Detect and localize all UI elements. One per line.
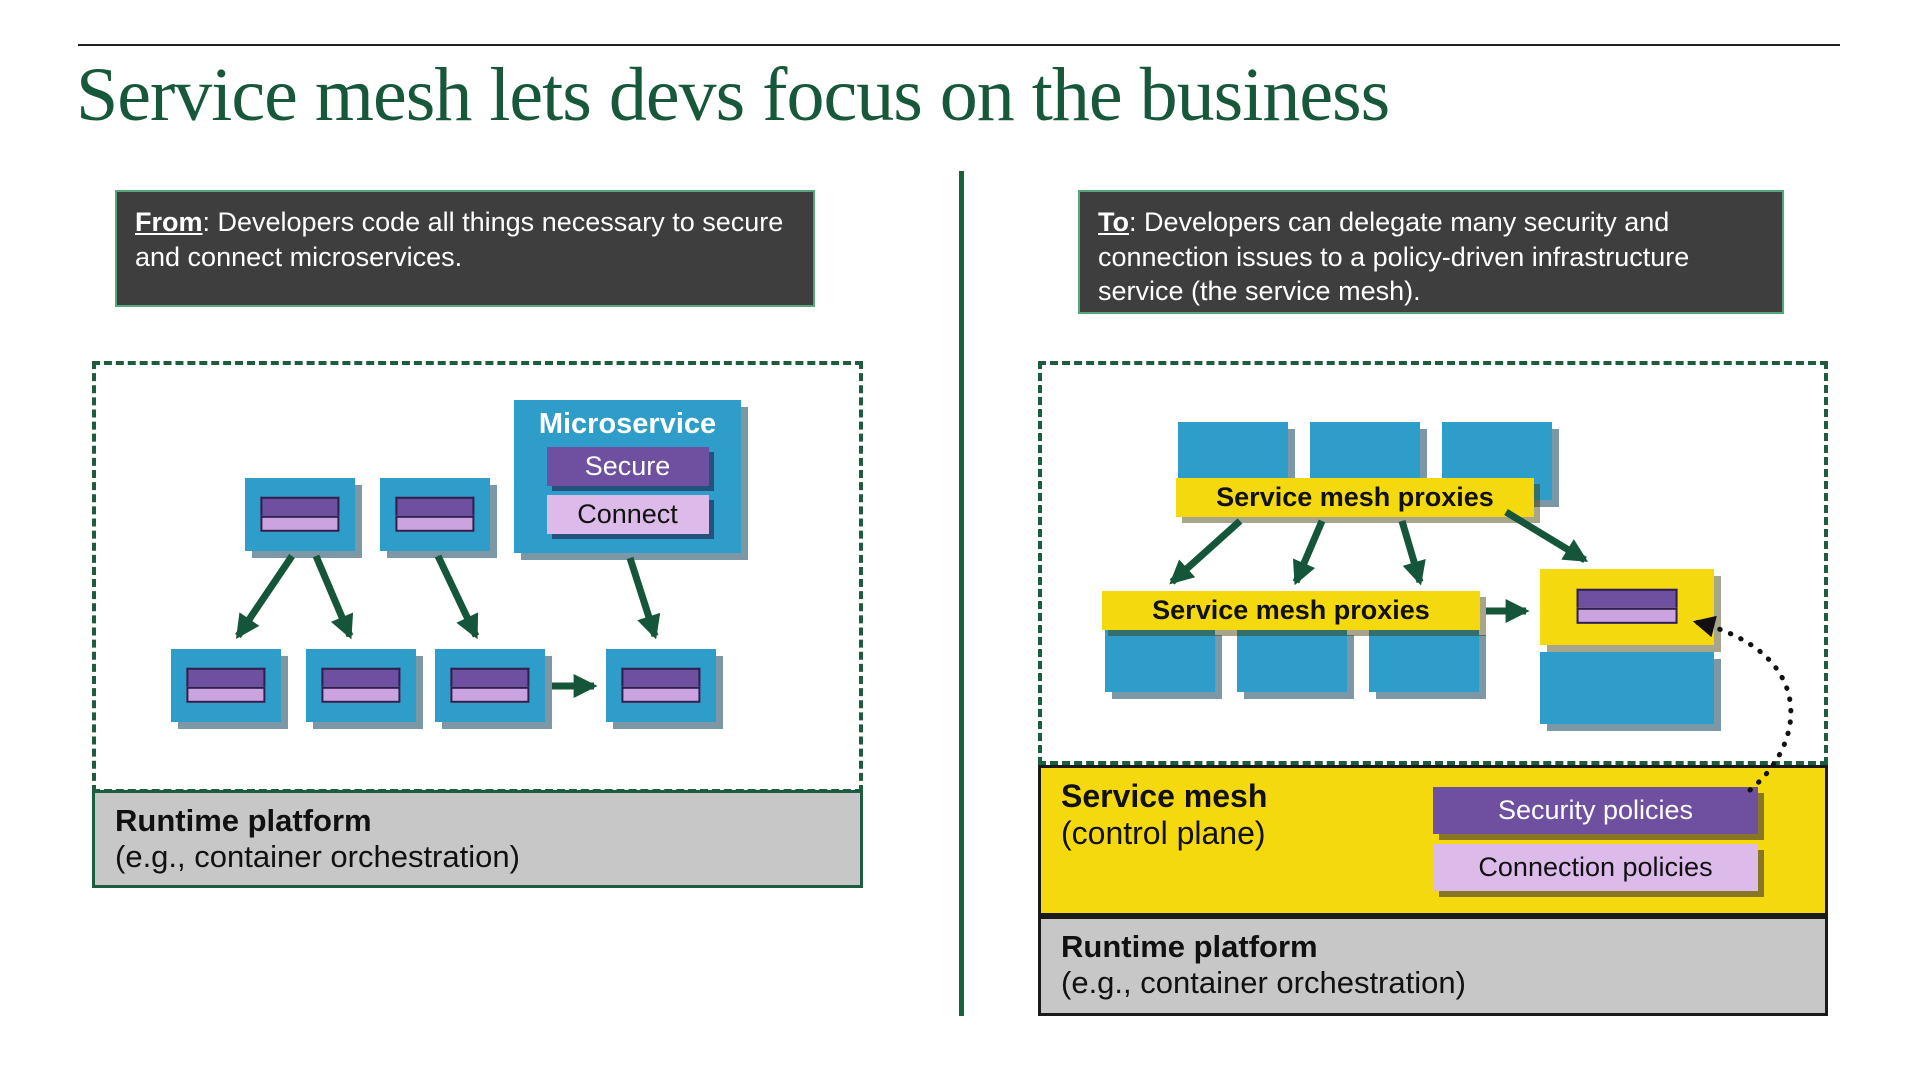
from-label: From [135,207,203,237]
microservice-box: Microservice Secure Connect [514,400,741,553]
component-bar [621,667,701,703]
service-box [1105,628,1215,692]
page-title: Service mesh lets devs focus on the busi… [76,53,1390,137]
runtime-title: Runtime platform [1061,929,1318,964]
microservice-title: Microservice [538,408,717,440]
control-plane-title: Service mesh [1061,778,1268,814]
component-bar [321,667,401,703]
left-panel [92,361,863,793]
security-policies-box: Security policies [1433,787,1758,834]
service-box [1369,628,1479,692]
right-panel [1038,361,1828,765]
from-text: : Developers code all things necessary t… [135,207,784,272]
service-box [1540,652,1714,724]
service-box [1237,628,1347,692]
service-box [171,649,281,722]
component-bar [1576,588,1678,624]
connect-chip: Connect [546,495,709,534]
service-box [606,649,716,722]
to-callout: To: Developers can delegate many securit… [1078,190,1784,314]
proxies-band-top: Service mesh proxies [1176,478,1534,517]
proxy-sidecar-box [1540,569,1714,645]
runtime-subtitle: (e.g., container orchestration) [1061,965,1466,1000]
service-box [435,649,545,722]
to-label: To [1098,207,1129,237]
runtime-subtitle: (e.g., container orchestration) [115,839,520,874]
connection-policies-box: Connection policies [1433,844,1758,891]
proxies-band-mid: Service mesh proxies [1102,591,1480,630]
service-box [245,478,355,551]
to-text: : Developers can delegate many security … [1098,207,1690,307]
component-bar [186,667,266,703]
runtime-platform-right: Runtime platform (e.g., container orches… [1038,916,1828,1016]
vertical-divider [959,171,964,1016]
top-rule [78,44,1840,46]
component-bar [395,496,475,532]
secure-chip: Secure [546,447,709,486]
runtime-platform-left: Runtime platform (e.g., container orches… [92,790,863,888]
component-bar [260,496,340,532]
from-callout: From: Developers code all things necessa… [115,190,815,307]
control-plane-subtitle: (control plane) [1061,815,1266,851]
component-bar [450,667,530,703]
service-box [380,478,490,551]
runtime-title: Runtime platform [115,803,372,838]
service-box [306,649,416,722]
